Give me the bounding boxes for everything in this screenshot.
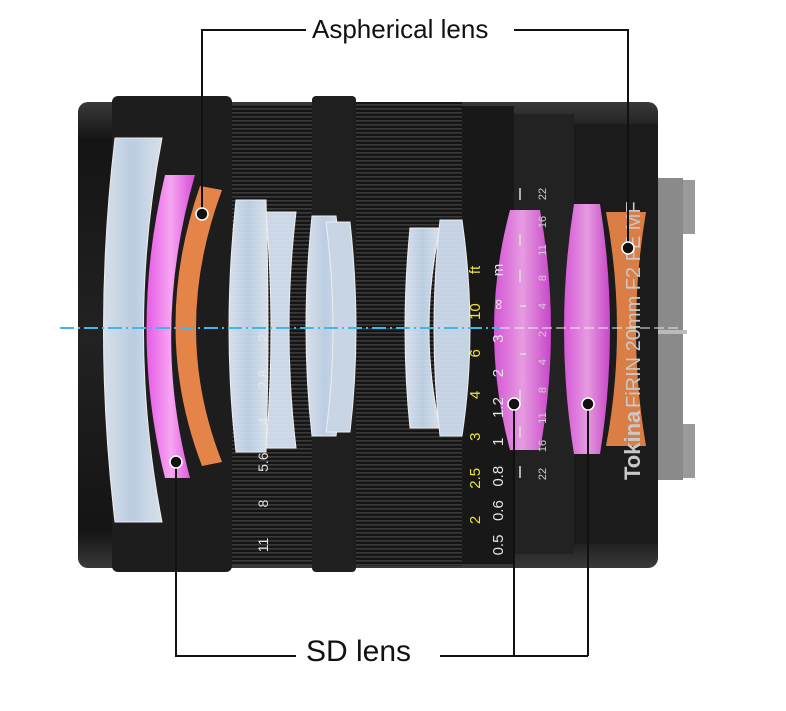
sd-pointer-dot [169,455,183,469]
distance-m-label: m [490,264,507,277]
dof-tick-marks [519,188,526,478]
aspherical-lens-label: Aspherical lens [306,16,495,42]
distance-m-label: 1 [490,438,507,446]
aspherical-pointer-dot [195,207,209,221]
dof-scale-label: 8 [537,387,549,393]
aspherical-lens-element-2 [606,212,646,446]
aspherical-leader-lines [201,29,629,248]
distance-scale-ft: ft 10 6 4 3 2.5 2 [467,265,484,524]
dof-scale-label: 16 [537,216,549,228]
distance-ft-label: 10 [467,303,484,320]
distance-ft-label: 2.5 [467,468,484,489]
model-text: FiRIN 20mm F2 FE MF [623,201,645,408]
distance-m-label: ∞ [490,299,507,310]
distance-m-label: 0.8 [490,466,507,487]
aspherical-lens-elements [175,186,646,466]
distance-ft-label: 2 [467,516,484,524]
dof-scale-label: 11 [537,244,549,255]
lens-element [228,199,269,453]
distance-m-label: 2 [490,369,507,377]
dof-scale-label: 2 [537,331,549,337]
dof-scale-label: 22 [537,188,549,200]
aperture-scale-label: 5.6 [255,452,271,472]
sd-pointer-dot [581,397,595,411]
sd-lens-label: SD lens [300,637,418,667]
brand-text: Tokina [620,410,645,480]
distance-ft-label: 4 [467,391,484,399]
aspherical-pointer-dot [621,241,635,255]
distance-scale-m: m ∞ 3 2 1.2 1 0.8 0.6 0.5 [490,264,507,556]
pointer-dots [169,207,635,469]
dof-scale-label: 16 [537,440,549,452]
aperture-scale-label: 8 [255,499,271,507]
aspherical-lens-element-1 [175,186,222,466]
lens-mount [655,178,695,480]
distance-ft-label: ft [467,265,484,274]
distance-m-label: 1.2 [490,397,507,418]
dof-scale-label: 4 [537,303,549,309]
aperture-scale-label: 2 [255,334,271,342]
distance-m-label: 3 [490,335,507,343]
dof-scale-label: 22 [537,468,549,480]
distance-m-label: 0.6 [490,500,507,521]
aperture-scale-label: 2.8 [255,369,271,389]
sd-lens-element-2 [494,210,551,450]
sd-leader-lines [175,404,589,657]
dof-scale-label: 8 [537,275,549,281]
distance-ft-label: 3 [467,432,484,440]
lens-element [265,211,297,449]
aperture-scale: 2 2.8 4 5.6 8 11 [255,334,271,552]
aperture-scale-label: 11 [255,538,271,553]
sd-lens-element-1 [146,175,195,478]
aperture-scale-label: 4 [255,417,271,425]
lens-element [325,221,357,433]
lens-element-front [103,137,163,523]
dof-scale-label: 11 [537,412,549,423]
distance-ft-label: 6 [467,349,484,357]
sd-lens-elements [146,175,610,478]
distance-m-label: 0.5 [490,535,507,556]
depth-of-field-scale: 22 16 11 8 4 2 4 8 11 16 22 [537,188,549,480]
sd-pointer-dot [507,397,521,411]
dof-scale-label: 4 [537,359,549,365]
sd-lens-element-3 [564,204,610,454]
